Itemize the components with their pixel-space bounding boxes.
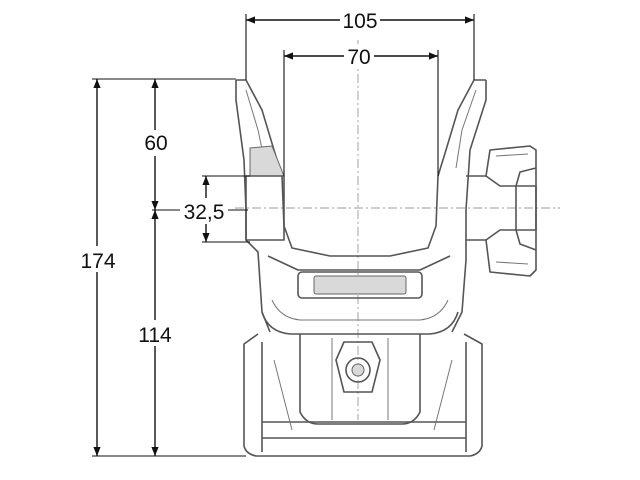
left-pivot-boss xyxy=(249,145,285,177)
dim-label-70: 70 xyxy=(347,46,370,69)
dimension-labels: 105 70 174 60 114 32,5 xyxy=(80,8,380,347)
bracket-part xyxy=(235,79,537,457)
dim-label-105: 105 xyxy=(342,10,377,33)
dim-label-60: 60 xyxy=(144,132,167,155)
dim-label-174: 174 xyxy=(80,250,115,273)
cradle-slot xyxy=(297,271,423,299)
centerlines xyxy=(235,40,560,420)
dimension-lines xyxy=(93,16,474,456)
locking-knob-icon xyxy=(335,341,381,393)
dim-label-32-5: 32,5 xyxy=(184,201,225,224)
extension-lines xyxy=(92,14,475,457)
base-block xyxy=(243,333,483,457)
dim-label-114: 114 xyxy=(138,324,172,347)
side-mount xyxy=(466,145,537,277)
